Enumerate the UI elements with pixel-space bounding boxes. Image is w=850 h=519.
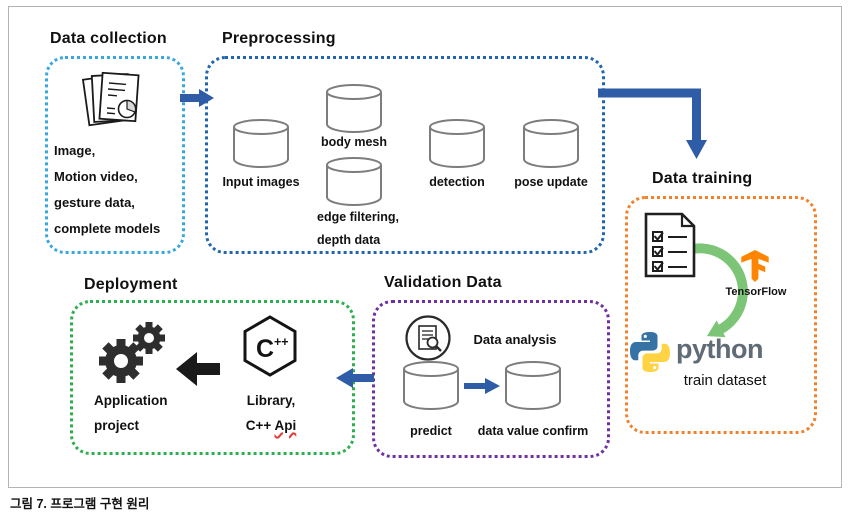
database-cylinder-icon xyxy=(326,157,382,206)
data-training-box xyxy=(625,196,817,434)
edge-filtering-label-line-1: edge filtering, xyxy=(317,210,399,224)
flow-arrow-preprocessing-to-training xyxy=(598,88,707,159)
application-label-line-1: Application xyxy=(94,393,168,408)
train-dataset-label: train dataset xyxy=(683,372,767,389)
predict-label: predict xyxy=(410,424,452,438)
preprocessing-title: Preprocessing xyxy=(222,30,336,47)
pose-update-label: pose update xyxy=(514,175,588,189)
validation-data-title: Validation Data xyxy=(384,274,502,291)
database-cylinder-icon xyxy=(429,119,485,168)
library-label-line-2: C++ Api xyxy=(230,418,312,433)
database-cylinder-icon xyxy=(233,119,289,168)
database-cylinder-icon xyxy=(505,361,561,410)
edge-filtering-label-line-2: depth data xyxy=(317,233,381,247)
library-cpp-text: C++ xyxy=(245,418,275,433)
gears-icon xyxy=(99,322,165,383)
figure-caption: 그림 7. 프로그램 구현 원리 xyxy=(10,497,150,511)
database-cylinder-icon xyxy=(326,84,382,133)
data-collection-line-1: Image, xyxy=(54,143,96,158)
python-wordmark: python xyxy=(676,334,763,364)
library-label-line-1: Library, xyxy=(246,393,296,408)
data-collection-line-4: complete models xyxy=(54,221,161,236)
data-value-confirm-label: data value confirm xyxy=(477,424,589,438)
magnifier-document-icon xyxy=(405,315,451,361)
data-collection-box xyxy=(45,56,185,254)
data-collection-title: Data collection xyxy=(50,30,167,47)
database-cylinder-icon xyxy=(523,119,579,168)
cpp-icon-letter: C xyxy=(256,335,274,363)
tensorflow-icon xyxy=(741,250,769,282)
flow-arrow-cpp-to-application xyxy=(176,352,220,386)
flow-arrow-collection-to-preprocessing xyxy=(180,89,214,107)
data-training-title: Data training xyxy=(652,170,753,187)
tensorflow-label: TensorFlow xyxy=(725,286,787,298)
body-mesh-label: body mesh xyxy=(321,135,387,149)
input-images-label: Input images xyxy=(222,175,300,189)
flow-arrow-predict-to-confirm xyxy=(464,378,500,394)
database-cylinder-icon xyxy=(403,361,459,410)
application-label-line-2: project xyxy=(94,418,140,433)
detection-label: detection xyxy=(429,175,485,189)
data-collection-line-3: gesture data, xyxy=(54,195,135,210)
deployment-title: Deployment xyxy=(84,276,178,293)
preprocessing-box xyxy=(205,56,605,254)
cpp-icon-plusplus: ++ xyxy=(274,335,289,349)
checklist-document-icon xyxy=(644,212,696,278)
flow-arrow-validation-to-deployment xyxy=(336,368,374,388)
python-icon xyxy=(630,332,670,372)
library-api-text: Api xyxy=(274,418,297,433)
data-analysis-label: Data analysis xyxy=(473,332,557,347)
data-collection-line-2: Motion video, xyxy=(54,169,138,184)
data-collection-text: Image, Motion video, gesture data, compl… xyxy=(54,138,160,242)
documents-stack-icon xyxy=(82,71,140,127)
cpp-hexagon-icon: C ++ xyxy=(243,315,297,377)
